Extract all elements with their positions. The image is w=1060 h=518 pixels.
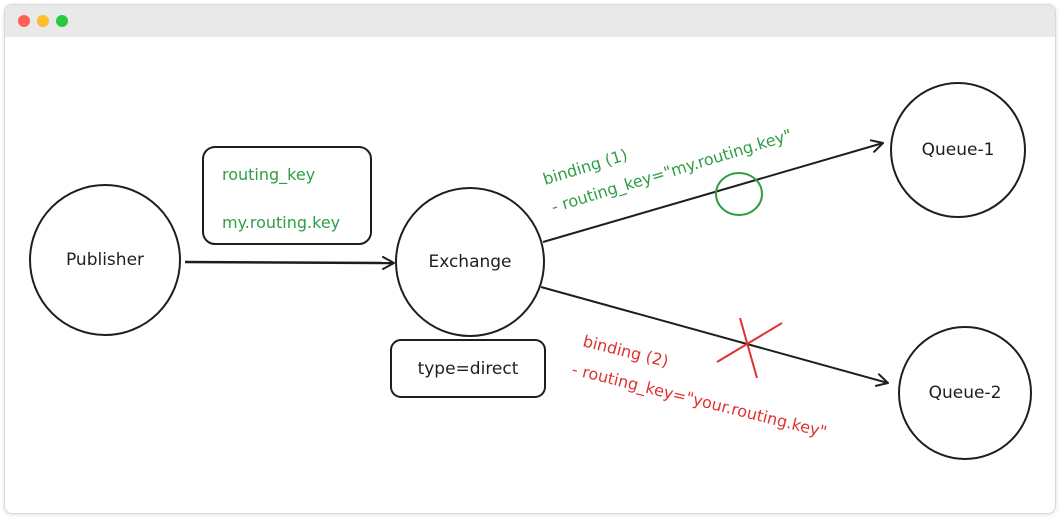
binding-1-arrow — [542, 139, 884, 243]
binding-2-arrow — [540, 286, 889, 387]
routing-key-label: routing_key — [222, 165, 315, 185]
publisher-node — [29, 184, 181, 336]
queue-1-label: Queue-1 — [922, 140, 995, 160]
publish-arrow — [184, 255, 395, 270]
publisher-label: Publisher — [66, 250, 144, 270]
queue-2-node — [898, 326, 1032, 460]
match-circle-mark — [715, 172, 763, 216]
queue-2-label: Queue-2 — [929, 383, 1002, 403]
minimize-button[interactable] — [37, 15, 49, 27]
close-button[interactable] — [18, 15, 30, 27]
title-bar — [5, 5, 1055, 37]
routing-key-box — [202, 146, 372, 245]
exchange-node — [395, 187, 545, 337]
exchange-type-label: type=direct — [418, 359, 519, 379]
routing-key-value: my.routing.key — [222, 213, 340, 232]
maximize-button[interactable] — [56, 15, 68, 27]
mismatch-cross-mark — [716, 317, 783, 379]
queue-1-node — [890, 82, 1026, 218]
binding-2-routing-key: - routing_key="your.routing.key" — [570, 360, 829, 443]
exchange-type-box — [390, 339, 546, 398]
exchange-label: Exchange — [428, 252, 511, 272]
